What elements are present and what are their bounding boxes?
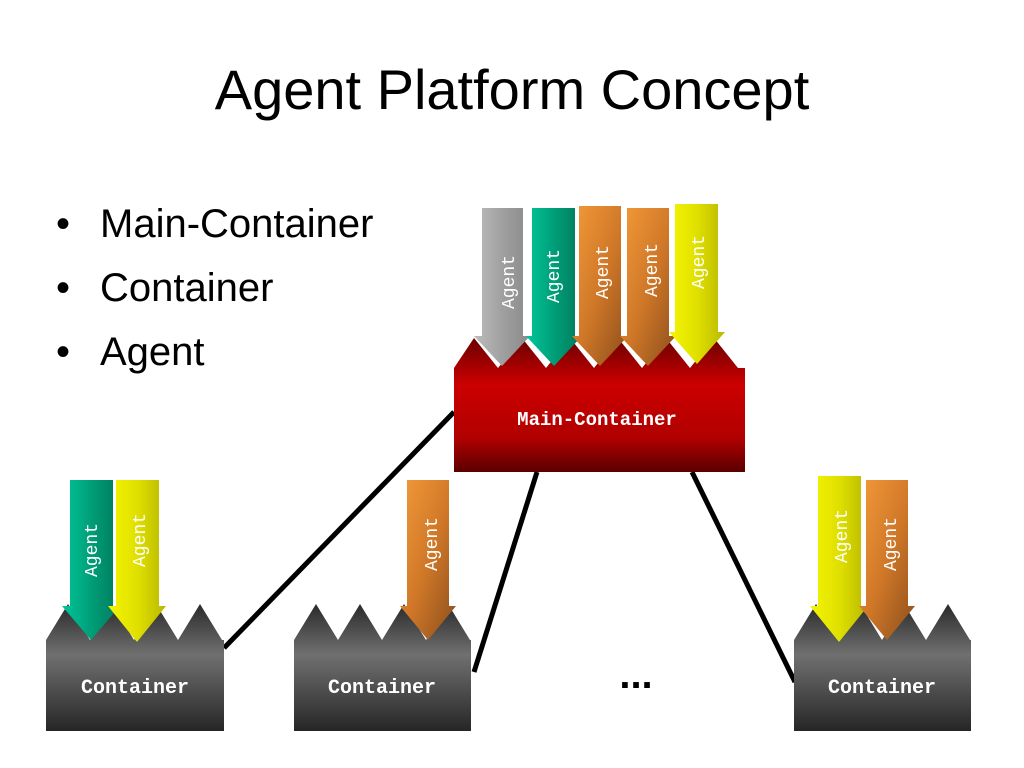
agent: Agent xyxy=(620,208,676,366)
agent-label: Agent xyxy=(833,509,853,563)
connector-lines xyxy=(222,410,798,684)
agent-label: Agent xyxy=(882,517,902,571)
bullet-item: Agent xyxy=(56,320,373,384)
agent-label: Agent xyxy=(500,255,520,309)
agent-label: Agent xyxy=(545,249,565,303)
agent: Agent xyxy=(859,480,915,640)
container: Container xyxy=(794,604,971,731)
bullet-item: Main-Container xyxy=(56,192,373,256)
main-container-label: Main-Container xyxy=(517,409,677,431)
agent-label: Agent xyxy=(423,517,443,571)
agent-label: Agent xyxy=(643,243,663,297)
container: Container xyxy=(294,604,471,731)
container-label: Container xyxy=(81,677,189,700)
agent: Agent xyxy=(400,480,456,640)
bullet-list: Main-Container Container Agent xyxy=(56,192,373,384)
slide-title: Agent Platform Concept xyxy=(214,58,810,121)
agent: Agent xyxy=(572,206,628,366)
agent: Agent xyxy=(108,480,166,642)
ellipsis: ... xyxy=(619,653,652,697)
agent: Agent xyxy=(526,208,582,366)
main-container: Main-Container xyxy=(454,338,745,472)
agent: Agent xyxy=(810,476,868,642)
agent-label: Agent xyxy=(83,523,103,577)
agent-label: Agent xyxy=(594,245,614,299)
connector-line xyxy=(222,410,456,650)
container: Container xyxy=(46,604,224,731)
agent-label: Agent xyxy=(690,235,710,289)
agent: Agent xyxy=(669,204,725,364)
agent: Agent xyxy=(474,208,530,366)
bullet-item: Container xyxy=(56,256,373,320)
connector-line xyxy=(689,470,798,684)
container-label: Container xyxy=(828,677,936,700)
agent-label: Agent xyxy=(131,513,151,567)
container-label: Container xyxy=(328,677,436,700)
agent: Agent xyxy=(62,480,120,640)
connector-line xyxy=(471,471,540,673)
